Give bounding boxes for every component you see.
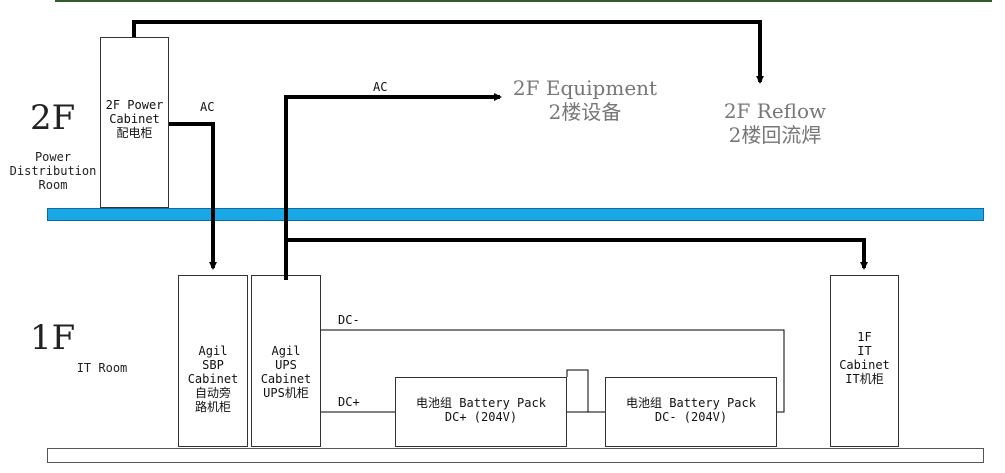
floor-1f-slab xyxy=(47,448,984,463)
line-ups-to-it xyxy=(286,238,868,270)
line-battery-link-top xyxy=(566,369,589,412)
power-cabinet-2f-label: 2F Power Cabinet 配电柜 xyxy=(105,98,164,140)
battery-pack-positive: 电池组 Battery Pack DC+ (204V) xyxy=(395,377,567,447)
dest-2f-reflow: 2F Reflow 2楼回流焊 xyxy=(723,99,827,147)
floor-2f-slab xyxy=(47,208,984,221)
floor-1f-label: 1F xyxy=(30,318,76,358)
sbp-cabinet-label: Agil SBP Cabinet 自动旁 路机柜 xyxy=(187,344,239,414)
it-cabinet-1f: 1F IT Cabinet IT机柜 xyxy=(830,275,899,447)
sbp-cabinet: Agil SBP Cabinet 自动旁 路机柜 xyxy=(178,275,248,447)
it-cabinet-1f-label: 1F IT Cabinet IT机柜 xyxy=(839,330,890,386)
battery-pack-negative: 电池组 Battery Pack DC- (204V) xyxy=(605,377,777,447)
dest-2f-equipment: 2F Equipment 2楼设备 xyxy=(512,76,658,124)
label-dc-plus: DC+ xyxy=(338,395,360,409)
top-rule xyxy=(55,0,992,2)
floor-2f-label: 2F xyxy=(30,98,76,138)
ups-cabinet-label: Agil UPS Cabinet UPS机柜 xyxy=(260,344,312,400)
battery-pack-positive-label: 电池组 Battery Pack DC+ (204V) xyxy=(416,396,546,424)
line-dc-minus xyxy=(321,329,785,413)
label-dc-minus: DC- xyxy=(338,313,360,327)
label-ac-ups: AC xyxy=(373,80,388,94)
floor-2f-room: Power Distribution Room xyxy=(9,150,97,192)
floor-1f-room: IT Room xyxy=(76,361,128,375)
power-cabinet-2f: 2F Power Cabinet 配电柜 xyxy=(100,37,169,208)
line-power-to-sbp xyxy=(169,122,217,270)
battery-pack-negative-label: 电池组 Battery Pack DC- (204V) xyxy=(626,396,756,424)
label-ac-power: AC xyxy=(200,100,215,114)
ups-cabinet: Agil UPS Cabinet UPS机柜 xyxy=(251,275,321,447)
line-power-to-reflow xyxy=(132,20,764,84)
line-ups-to-equipment xyxy=(284,93,502,280)
